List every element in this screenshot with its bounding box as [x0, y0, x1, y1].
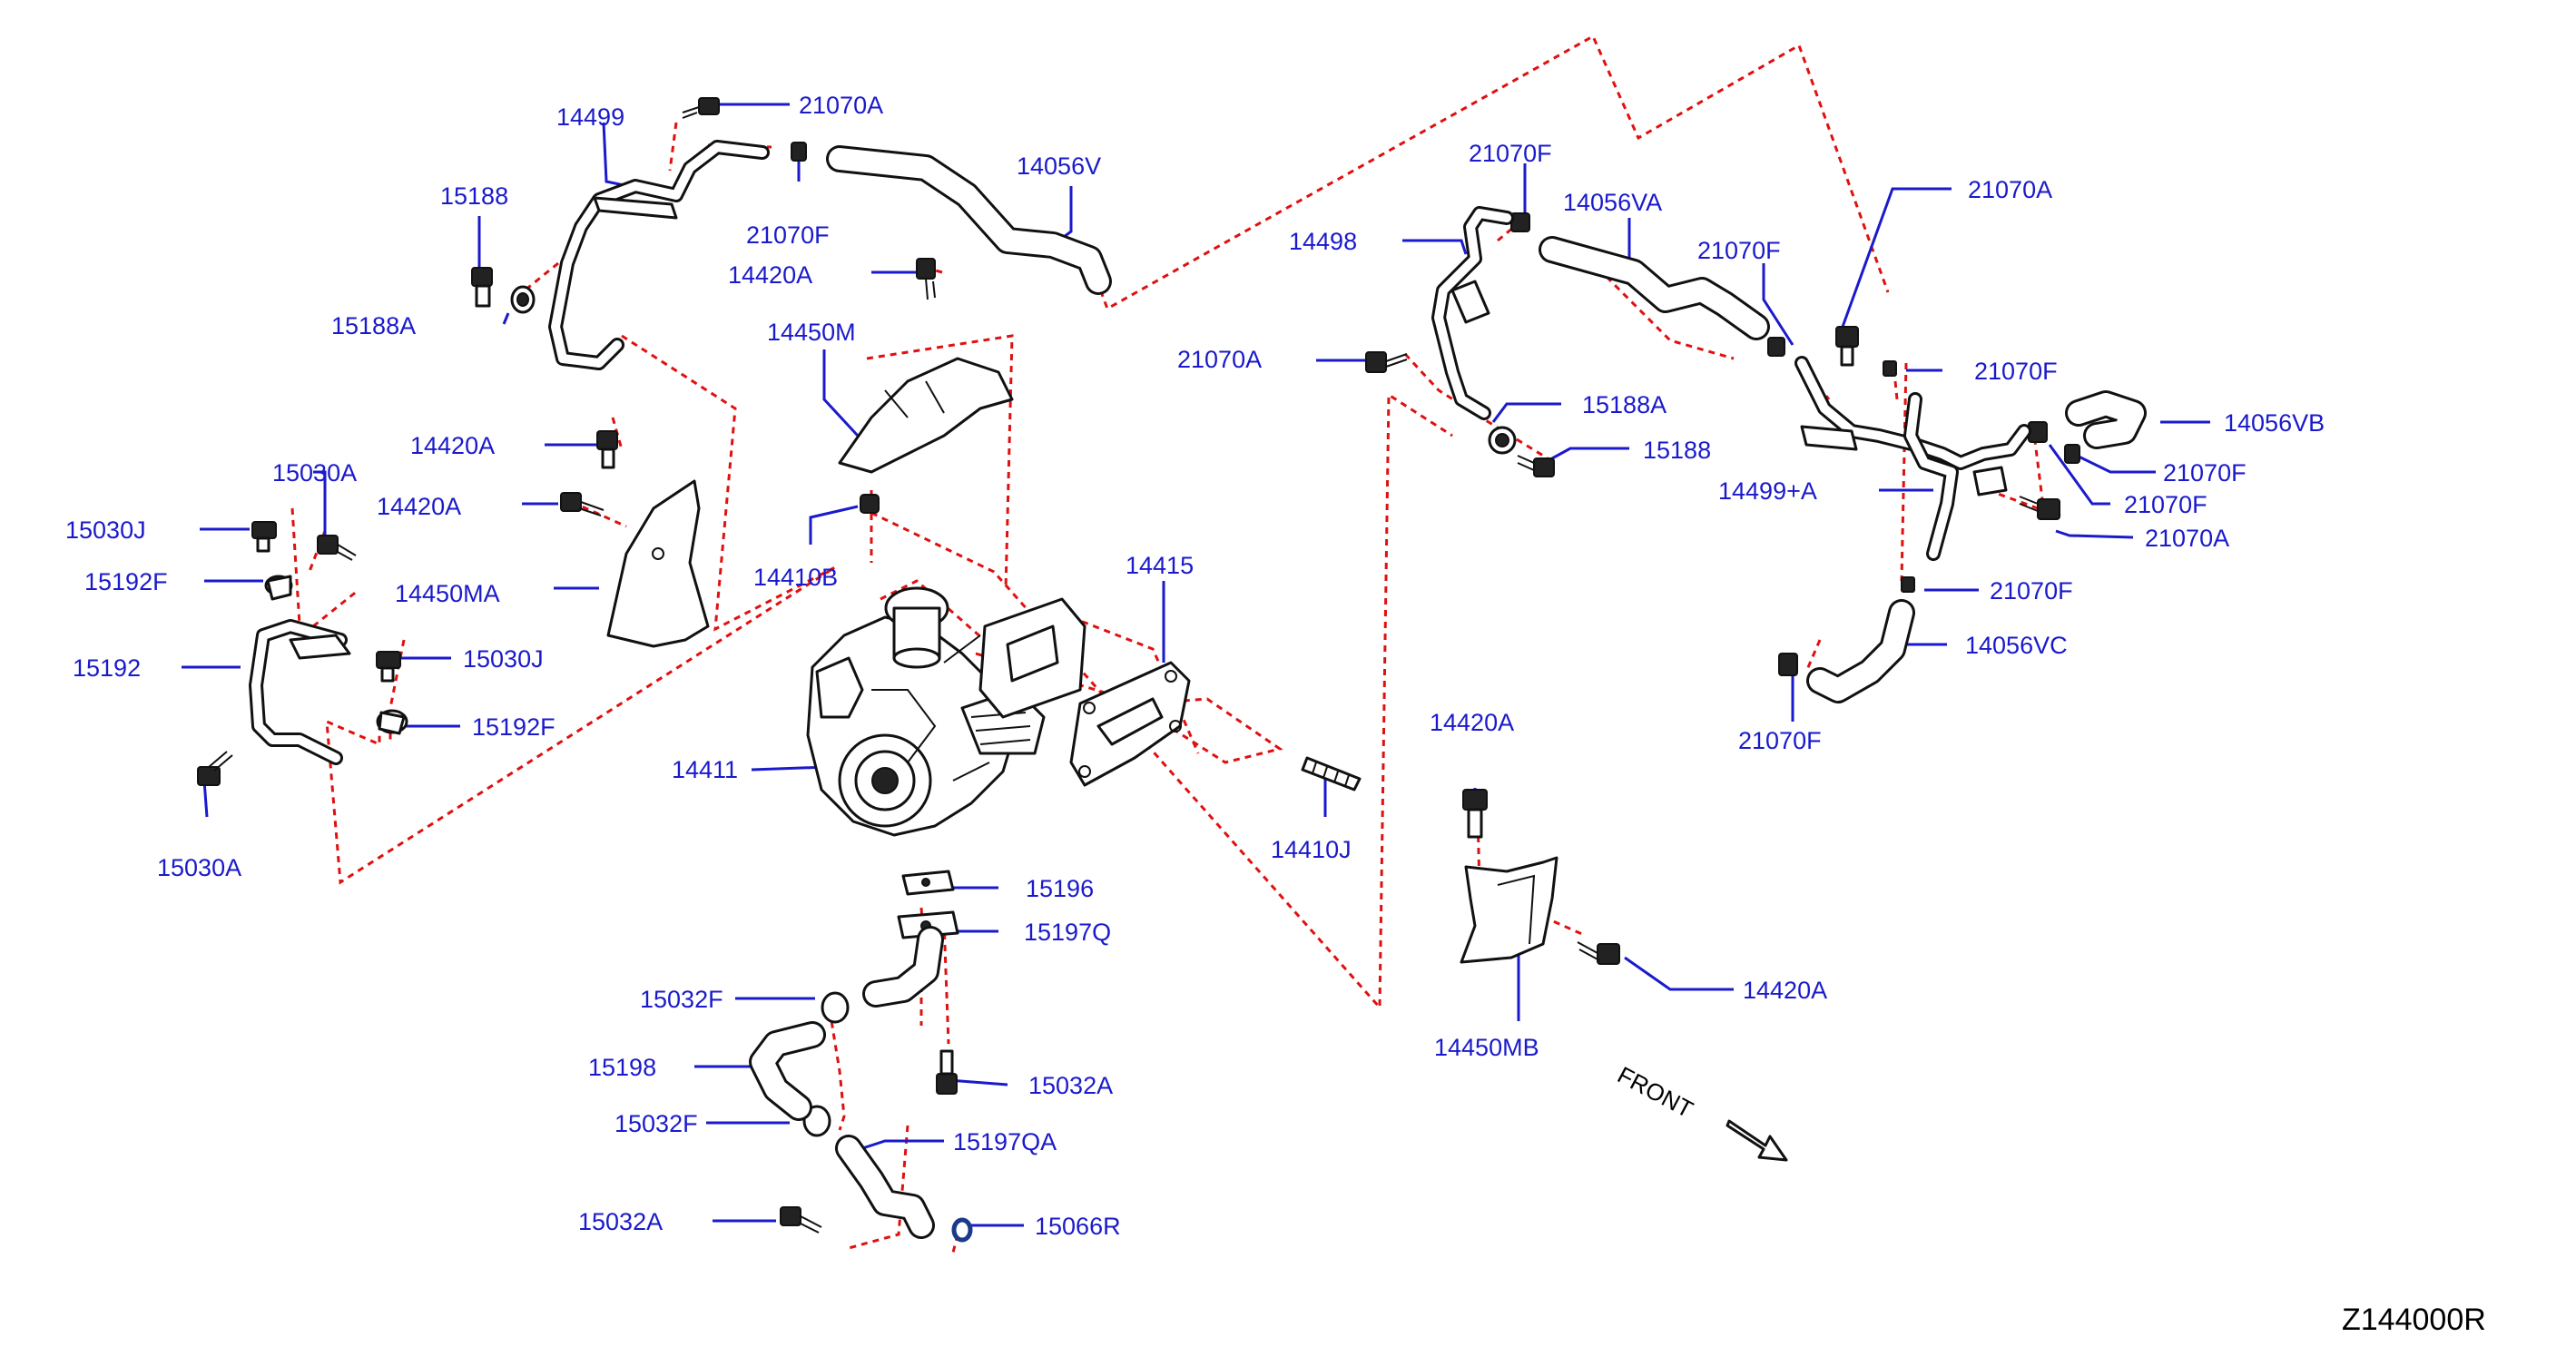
diagram-reference-id: Z144000R: [2342, 1303, 2486, 1337]
clamp-15032F: [802, 991, 850, 1137]
tube-14499A: [1794, 356, 2031, 561]
callout-14499A: 14499+A: [1718, 477, 1817, 505]
callout-21070F-mid: 21070F: [1469, 140, 1552, 167]
callout-14499: 14499: [556, 103, 624, 131]
hose-15198: [749, 1021, 826, 1121]
callout-15032A-right: 15032A: [1028, 1072, 1113, 1099]
bolt-icon: [251, 521, 277, 553]
clip-15192F: [266, 575, 406, 735]
bolt-icon: [1365, 351, 1408, 373]
callout-14056VA: 14056VA: [1563, 189, 1662, 216]
bolt-icon: [1462, 789, 1488, 839]
callout-15192: 15192: [73, 654, 141, 682]
hose-14056V: [826, 145, 1112, 295]
callout-14498: 14498: [1289, 228, 1357, 255]
bolt-icon: [197, 751, 233, 786]
hose-14056VC: [1806, 599, 1915, 703]
hose-14056VB: [2065, 390, 2147, 449]
callout-14056VC: 14056VC: [1965, 632, 2068, 659]
callout-15188A-right: 15188A: [1582, 391, 1667, 418]
callout-21070A-mid: 21070A: [1177, 346, 1262, 373]
callout-15188-right: 15188: [1643, 437, 1711, 464]
bolt-icon: [1835, 326, 1859, 367]
callout-14420A-top: 14420A: [728, 261, 812, 289]
callout-14450MA: 14450MA: [395, 580, 500, 607]
gasket-14415: [1069, 661, 1191, 787]
heat-shield-14450MA: [606, 479, 710, 648]
heat-shield-14450M: [838, 357, 1014, 474]
callout-14410J: 14410J: [1271, 836, 1352, 863]
bolt-icon: [1517, 455, 1555, 477]
callout-14420A-bracket-top: 14420A: [1430, 709, 1514, 736]
callout-15196: 15196: [1026, 875, 1094, 902]
callout-14056VB: 14056VB: [2224, 409, 2325, 437]
callout-15030A-bottom: 15030A: [157, 854, 241, 881]
callout-15032F-top: 15032F: [640, 986, 723, 1013]
hose-14056VA: [1539, 236, 1770, 340]
callout-15030A-top: 15030A: [272, 459, 357, 487]
bolt-icon: [936, 1049, 958, 1095]
callout-21070F-top: 21070F: [746, 221, 830, 249]
callout-21070F-r5: 21070F: [1990, 577, 2073, 605]
callout-21070F-r4: 21070F: [2124, 491, 2207, 518]
stud-bolt-icon: [1301, 756, 1362, 791]
flange-14415: [978, 597, 1086, 719]
bolt-icon: [682, 97, 720, 119]
callout-21070A-r2: 21070A: [2145, 525, 2229, 552]
callout-15198: 15198: [588, 1054, 656, 1081]
bolt-icon: [1577, 941, 1620, 965]
callout-15192F-right: 15192F: [472, 713, 556, 741]
callout-21070F-r1: 21070F: [1697, 237, 1781, 264]
gasket-15196: [901, 870, 955, 896]
callout-labels: 21070A 14499 15188 21070F 14056V 14420A …: [65, 92, 2325, 1240]
callout-15192F-left: 15192F: [84, 568, 168, 595]
bolt-icon: [376, 651, 401, 683]
front-label: FRONT: [1613, 1061, 1697, 1124]
callout-21070A-r1: 21070A: [1968, 176, 2052, 203]
callout-21070F-r2: 21070F: [1974, 358, 2058, 385]
callout-14450M: 14450M: [767, 319, 856, 346]
callout-14056V: 14056V: [1017, 152, 1101, 180]
assembly-lines: [290, 34, 2061, 1254]
callout-15197QA: 15197QA: [953, 1128, 1057, 1155]
callout-14420A-left1: 14420A: [410, 432, 495, 459]
pipe-15197QA: [835, 1135, 935, 1239]
bolt-icon: [317, 535, 357, 561]
tube-15192: [249, 619, 351, 765]
callout-15197Q: 15197Q: [1024, 919, 1111, 946]
bolt-icon: [916, 258, 936, 300]
callout-15032A-left: 15032A: [578, 1208, 663, 1235]
tube-14499: [548, 140, 770, 370]
nut-icon: [791, 142, 2080, 676]
bracket-14450MB: [1460, 856, 1558, 964]
pipe-15197Q: [862, 926, 944, 1008]
callout-14411: 14411: [672, 756, 738, 783]
callout-14415: 14415: [1126, 552, 1194, 579]
callout-15032F-bottom: 15032F: [615, 1110, 698, 1137]
callout-15030J-right: 15030J: [463, 645, 544, 673]
front-arrow-icon: [1726, 1119, 1788, 1162]
callout-15030J-left: 15030J: [65, 516, 146, 544]
tube-14498: [1431, 206, 1514, 420]
callout-15188-left: 15188: [440, 182, 508, 210]
callout-14420A-left2: 14420A: [377, 493, 461, 520]
bolt-icon: [596, 430, 618, 469]
bolt-icon: [560, 492, 605, 516]
callout-21070F-r6: 21070F: [1738, 727, 1822, 754]
bolt-icon: [780, 1206, 822, 1234]
bolt-icon: [2019, 496, 2060, 520]
callout-15066R: 15066R: [1035, 1213, 1121, 1240]
callout-15188A-left: 15188A: [331, 312, 416, 339]
turbocharger-14411: [806, 586, 1046, 837]
bolt-icon: [471, 267, 493, 308]
callout-14420A-bracket-right: 14420A: [1743, 977, 1827, 1004]
callout-14450MB: 14450MB: [1434, 1034, 1539, 1061]
callout-21070F-r3: 21070F: [2163, 459, 2247, 487]
callout-21070A-top: 21070A: [799, 92, 883, 119]
callout-14410B: 14410B: [753, 564, 838, 591]
